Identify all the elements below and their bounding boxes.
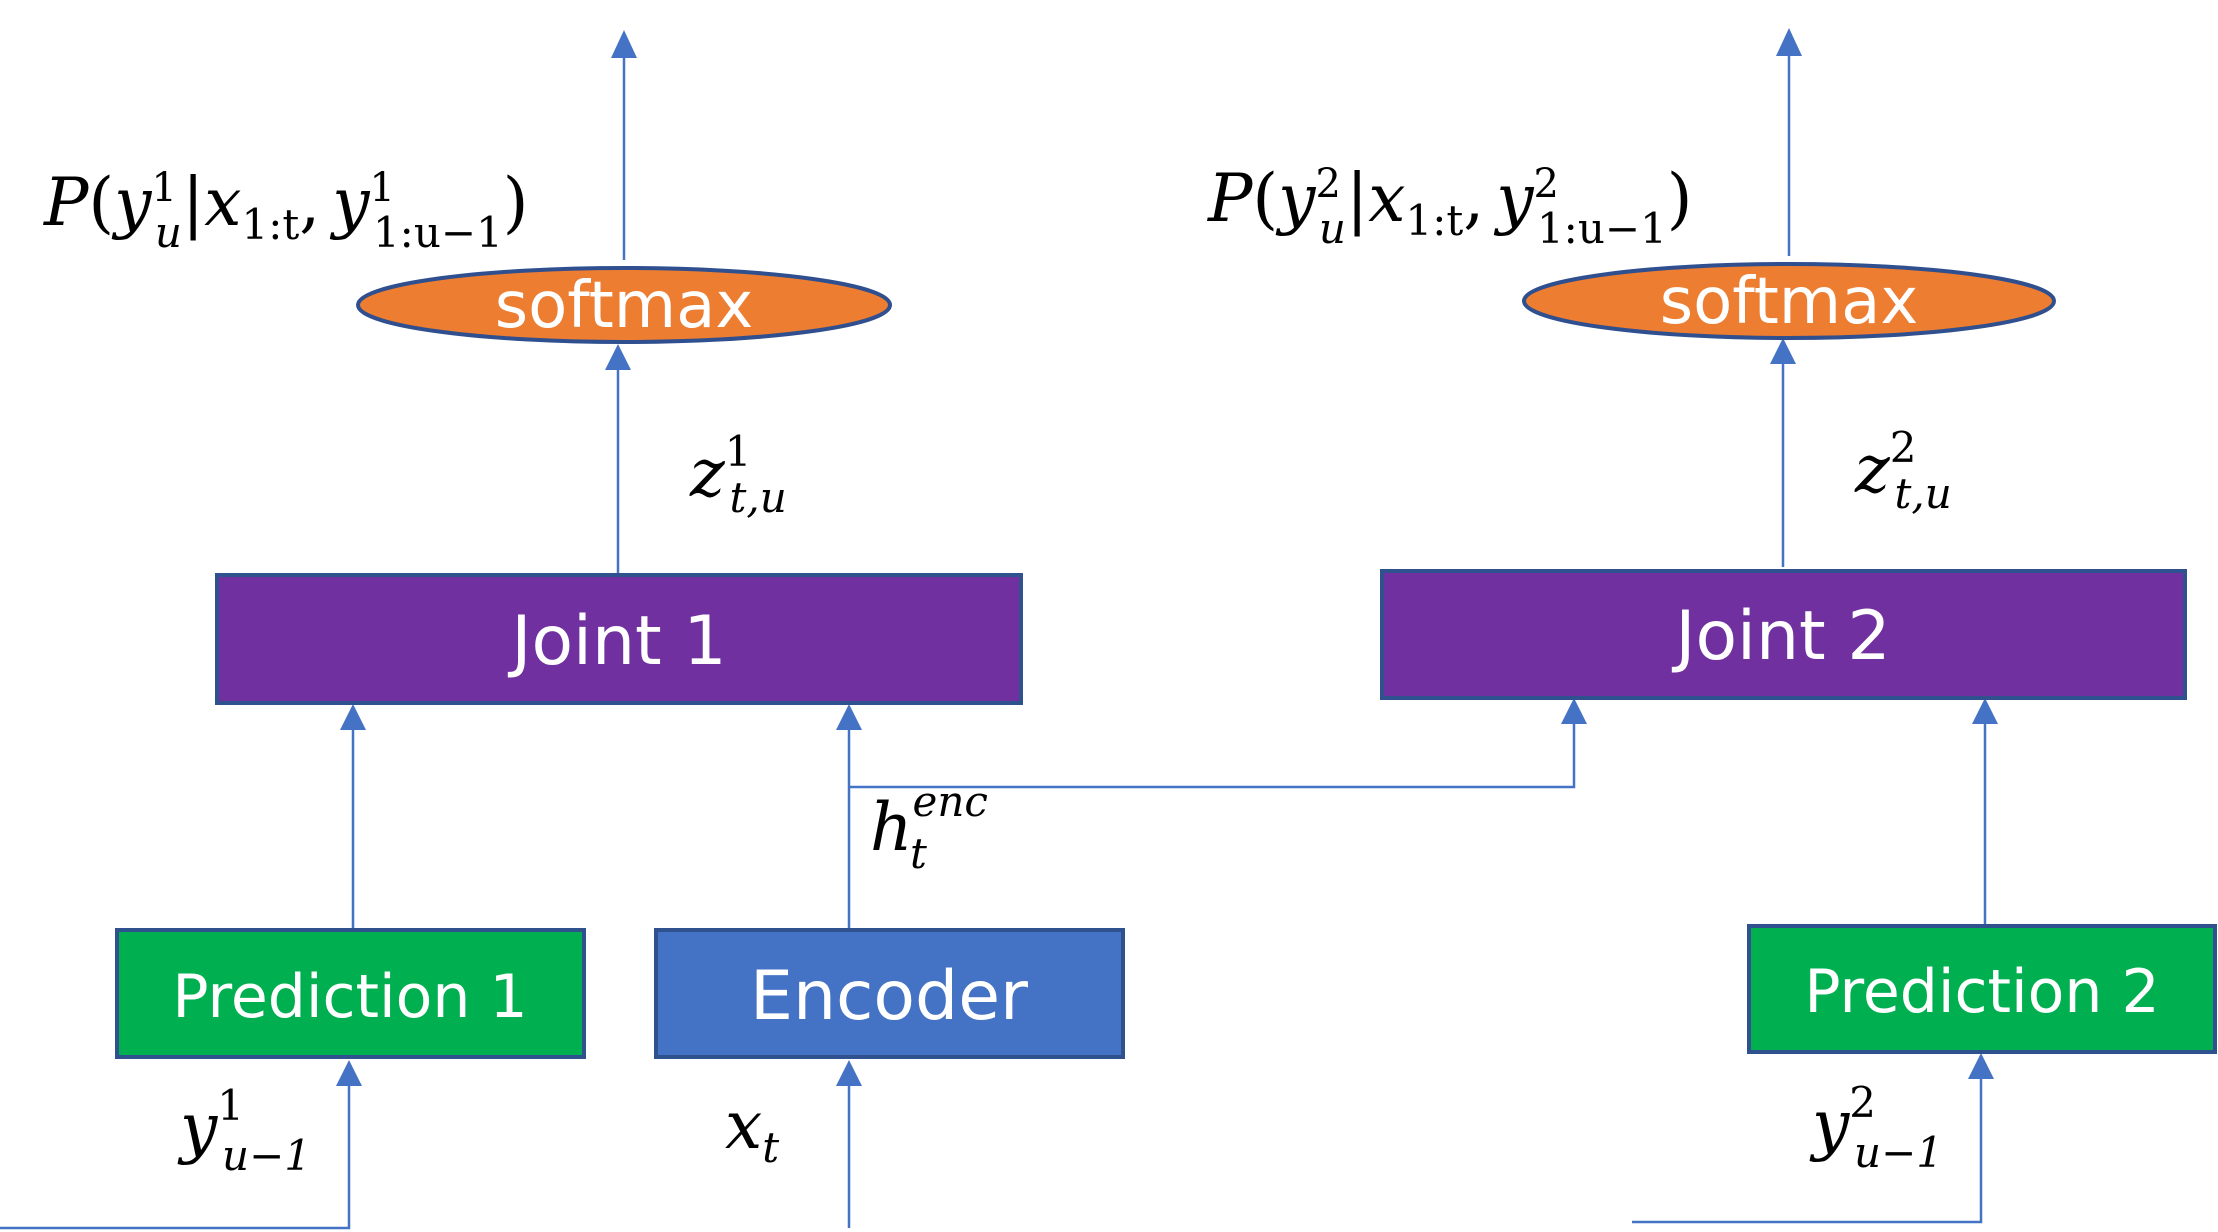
joint-1-label: Joint 1 [507,602,726,681]
prediction-2: Prediction 2 [1747,924,2217,1054]
arrowheads [336,28,1998,1086]
arrow-y2-prediction2 [1632,1073,1983,1224]
svg-text:P(y2u|x1:t,y21:u−1): P(y2u|x1:t,y21:u−1) [1207,160,1693,253]
arrowhead-joint2-left [1561,698,1587,724]
arrowhead-softmax1 [605,344,631,370]
joint-2-label: Joint 2 [1671,597,1890,676]
encoder: Encoder [654,928,1125,1059]
joint-2: Joint 2 [1380,569,2187,700]
svg-text:z1t,u: z1t,u [689,427,787,522]
svg-text:y1u−1: y1u−1 [177,1081,311,1180]
arrowhead-encoder [836,1060,862,1086]
arrowhead-output2 [1776,28,1802,56]
arrow-encoder-joint2 [849,718,1576,789]
arrowhead-joint2-right [1972,698,1998,724]
softmax-2-label: softmax [1660,265,1918,339]
arrowhead-prediction2 [1968,1053,1994,1079]
svg-text:y2u−1: y2u−1 [1809,1078,1943,1177]
svg-text:P(y1u|x1:t,y11:u−1): P(y1u|x1:t,y11:u−1) [43,164,529,257]
svg-text:xt: xt [725,1087,779,1172]
x-t-label: xt [725,1087,779,1172]
softmax-1-label: softmax [495,269,753,343]
softmax-1: softmax [356,266,892,344]
arrowhead-joint1-left [340,704,366,730]
prediction-1-label: Prediction 1 [172,962,527,1032]
softmax-2: softmax [1522,262,2056,340]
prediction-2-label: Prediction 2 [1804,957,2159,1027]
arrowhead-softmax2 [1770,338,1796,364]
arrowhead-joint1-right [836,704,862,730]
prediction-1: Prediction 1 [115,928,586,1059]
svg-text:z2t,u: z2t,u [1854,423,1952,518]
joint-1: Joint 1 [215,573,1023,705]
arrow-y1-prediction1 [0,1080,351,1230]
connections [0,48,1987,1230]
encoder-label: Encoder [750,957,1028,1036]
arrowhead-prediction1 [336,1060,362,1086]
arrowhead-output1 [611,30,637,58]
